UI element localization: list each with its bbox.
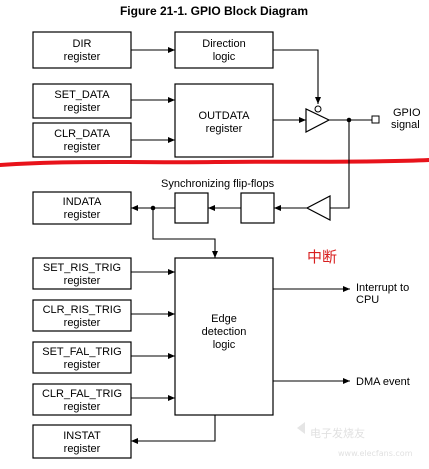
instat-register-block: INSTAT register [32, 424, 132, 459]
flipflop-2 [240, 192, 275, 224]
direction-enable-wire [273, 49, 321, 104]
clr-fal-trig-label: CLR_FAL_TRIG [42, 388, 122, 400]
set-ris-trig-sublabel: register [64, 275, 101, 287]
set-data-label: SET_DATA [54, 89, 110, 101]
watermark-text: 电子发烧友 [310, 426, 365, 440]
watermark-logo: 电子发烧友 www.elecfans.com [297, 422, 413, 458]
input-buffer-icon [305, 195, 331, 221]
indata-sublabel: register [64, 209, 101, 221]
set-ris-trig-label: SET_RIS_TRIG [43, 262, 121, 274]
edge-detection-sublabel-1: detection [202, 326, 247, 338]
flipflop-1 [174, 192, 209, 224]
interrupt-sublabel: CPU [356, 294, 379, 306]
pin-to-input-buffer-wire [330, 120, 350, 209]
direction-logic-block: Direction logic [174, 31, 274, 69]
sync-flipflops-label: Synchronizing flip-flops [161, 178, 275, 190]
indata-register-block: INDATA register [32, 191, 132, 225]
gpio-pin-icon [371, 115, 380, 124]
dir-register-sublabel: register [64, 51, 101, 63]
watermark-url: www.elecfans.com [338, 449, 413, 458]
red-separator-line [0, 158, 429, 167]
clr-data-register-block: CLR_DATA register [32, 122, 132, 158]
edge-detection-sublabel-2: logic [213, 339, 236, 351]
gpio-signal-label: GPIO [393, 107, 421, 119]
dir-register-block: DIR register [32, 31, 132, 69]
clr-fal-trig-register-block: CLR_FAL_TRIG register [32, 383, 132, 416]
edge-detection-label: Edge [211, 313, 237, 325]
edge-to-instat-wire [131, 415, 216, 444]
dir-register-label: DIR [73, 38, 92, 50]
set-fal-trig-label: SET_FAL_TRIG [42, 346, 121, 358]
edge-detection-block: Edge detection logic [174, 257, 274, 416]
interrupt-label: Interrupt to [356, 282, 409, 294]
instat-sublabel: register [64, 443, 101, 455]
set-data-sublabel: register [64, 102, 101, 114]
clr-fal-trig-sublabel: register [64, 401, 101, 413]
set-data-register-block: SET_DATA register [32, 83, 132, 119]
outdata-sublabel: register [206, 123, 243, 135]
instat-label: INSTAT [63, 430, 101, 442]
output-buffer-icon [305, 105, 331, 133]
clr-data-label: CLR_DATA [54, 128, 110, 140]
direction-logic-label: Direction [202, 38, 245, 50]
clr-ris-trig-register-block: CLR_RIS_TRIG register [32, 299, 132, 332]
gpio-signal-sublabel: signal [391, 119, 420, 131]
direction-logic-sublabel: logic [213, 51, 236, 63]
clr-data-sublabel: register [64, 141, 101, 153]
clr-ris-trig-label: CLR_RIS_TRIG [43, 304, 122, 316]
figure-title: Figure 21-1. GPIO Block Diagram [120, 4, 308, 18]
set-fal-trig-sublabel: register [64, 359, 101, 371]
dma-event-label: DMA event [356, 376, 410, 388]
set-fal-trig-register-block: SET_FAL_TRIG register [32, 341, 132, 374]
outdata-label: OUTDATA [199, 110, 251, 122]
interrupt-annotation: 中断 [307, 248, 337, 266]
set-ris-trig-register-block: SET_RIS_TRIG register [32, 257, 132, 290]
clr-ris-trig-sublabel: register [64, 317, 101, 329]
outdata-register-block: OUTDATA register [174, 83, 274, 158]
indata-label: INDATA [63, 196, 102, 208]
input-to-edge-detection-wire [152, 208, 218, 258]
